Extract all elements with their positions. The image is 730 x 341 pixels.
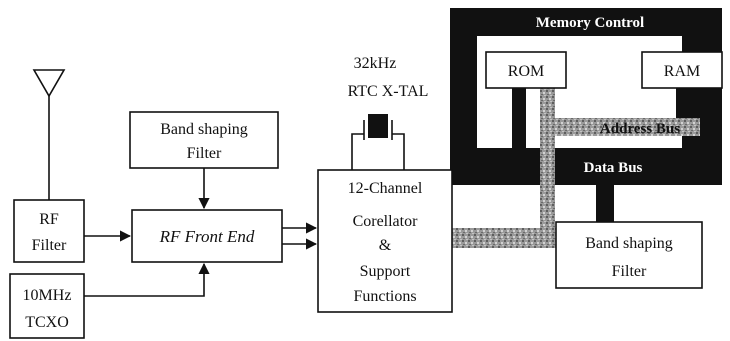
band-filter-right-label-1: Band shaping	[585, 235, 673, 252]
tcxo-label-1: 10MHz	[23, 287, 72, 304]
band-shaping-filter-right: Band shaping Filter	[555, 221, 703, 289]
rf-filter-label-1: RF	[39, 211, 59, 228]
ram-block: RAM	[641, 51, 723, 89]
rom-label: ROM	[508, 63, 544, 80]
crystal-name-label: RTC X-TAL	[348, 83, 429, 100]
crystal-freq-label: 32kHz	[354, 55, 397, 72]
correlator-label-1: 12-Channel	[348, 180, 423, 197]
tcxo-label-2: TCXO	[25, 314, 69, 331]
tcxo-to-front-end-arrow	[84, 262, 210, 297]
ram-label: RAM	[664, 63, 700, 80]
rf-front-end-label: RF Front End	[159, 227, 255, 246]
crystal-icon	[368, 114, 388, 138]
crystal-block: 32kHz RTC X-TAL	[348, 55, 429, 170]
correlator-block: 12-Channel Corellator & Support Function…	[317, 169, 453, 313]
band-filter-data-link	[596, 180, 614, 224]
rom-data-bus-line	[512, 84, 526, 150]
correlator-label-3: &	[379, 237, 392, 254]
band-filter-right-label-2: Filter	[612, 263, 647, 280]
rom-block: ROM	[485, 51, 567, 89]
data-bus-label: Data Bus	[584, 160, 643, 176]
address-bus-label: Address Bus	[600, 121, 680, 137]
rf-front-end-block: RF Front End	[131, 209, 283, 263]
crystal-lead-wire	[351, 133, 405, 170]
band-filter-top-label-1: Band shaping	[160, 121, 248, 138]
correlator-label-5: Functions	[353, 288, 416, 305]
correlator-label-2: Corellator	[353, 213, 419, 230]
rf-filter-block: RF Filter	[13, 199, 85, 263]
memory-control-label: Memory Control	[536, 15, 644, 31]
antenna-icon	[32, 69, 66, 200]
correlator-label-4: Support	[360, 263, 411, 280]
address-bus	[452, 56, 700, 248]
band-shaping-filter-top: Band shaping Filter	[129, 111, 279, 169]
tcxo-block: 10MHz TCXO	[9, 273, 85, 339]
rf-filter-label-2: Filter	[32, 237, 67, 254]
band-filter-top-label-2: Filter	[187, 145, 222, 162]
